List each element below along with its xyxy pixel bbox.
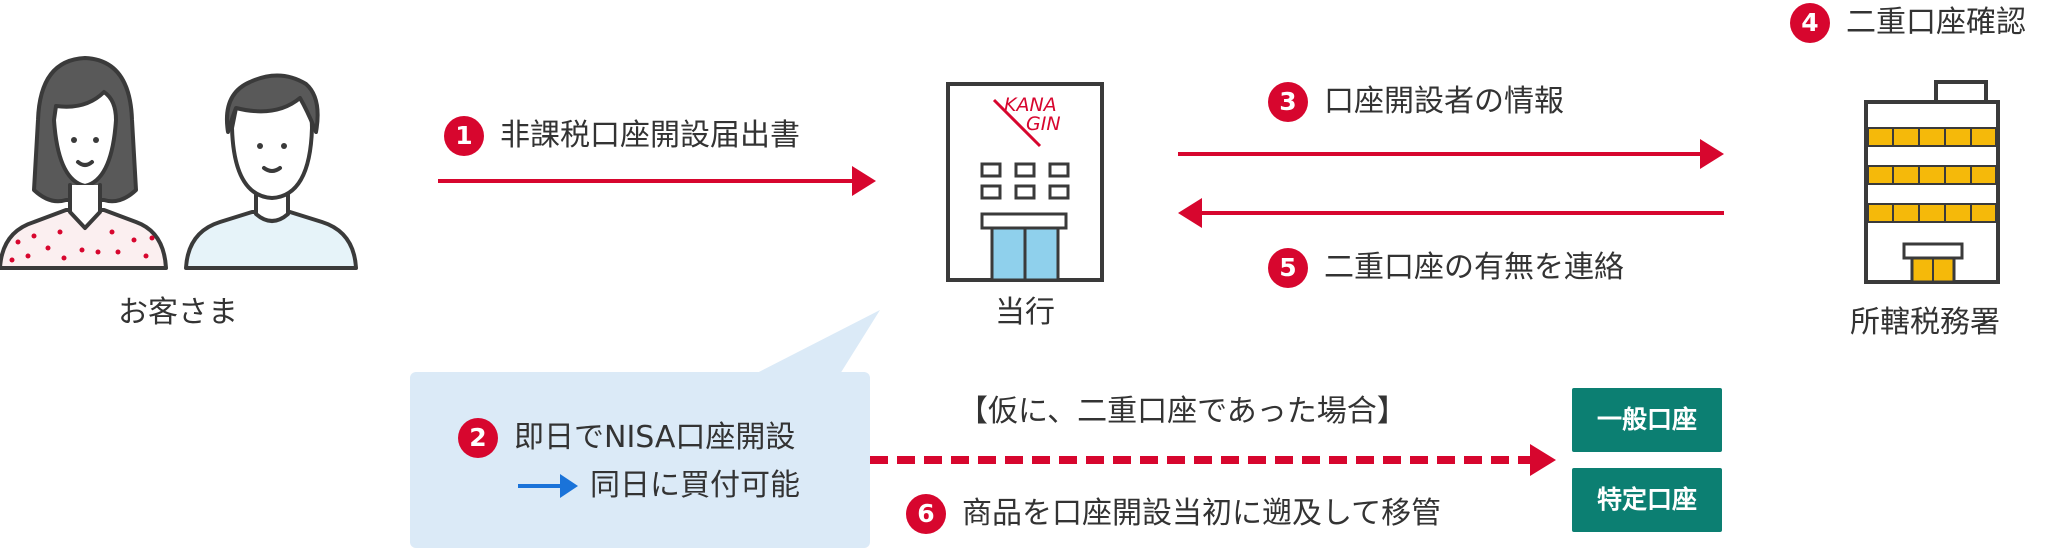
step-5-text: 二重口座の有無を連絡 [1324, 250, 1624, 285]
tax-office-building-icon [1864, 80, 2000, 284]
bank-logo: KANA GIN [994, 96, 1074, 134]
step-2-subtext: 同日に買付可能 [590, 468, 800, 503]
step-3-badge: 3 [1268, 82, 1308, 122]
customer-woman-dots [9, 229, 155, 263]
step-5-badge: 5 [1268, 248, 1308, 288]
callout-bubble [410, 310, 880, 548]
step-6-text: 商品を口座開設当初に遡及して移管 [962, 496, 1442, 531]
step-1-badge: 1 [444, 116, 484, 156]
step-2-badge: 2 [458, 418, 498, 458]
step-2: 2 即日でNISA口座開設 [458, 418, 795, 458]
arrow-step-3 [1178, 139, 1724, 169]
step-3: 3 口座開設者の情報 [1268, 82, 1564, 122]
step-1-text: 非課税口座開設届出書 [500, 118, 800, 153]
step-5: 5 二重口座の有無を連絡 [1268, 248, 1624, 288]
step-6: 6 商品を口座開設当初に遡及して移管 [906, 494, 1441, 534]
bank-logo-line-1: KANA [1004, 94, 1057, 116]
bank-building-icon [946, 82, 1104, 282]
step-4-text: 二重口座確認 [1846, 5, 2026, 40]
tax-office-label: 所轄税務署 [1850, 305, 2000, 340]
arrow-step-6-dashed [870, 444, 1556, 476]
bank-logo-line-2: GIN [1026, 113, 1061, 135]
customer-man-icon [184, 73, 358, 270]
bank-label: 当行 [995, 295, 1055, 330]
step-3-text: 口座開設者の情報 [1324, 84, 1564, 119]
blue-right-arrow-icon [518, 474, 578, 498]
step-4-badge: 4 [1790, 3, 1830, 43]
arrow-step-5 [1178, 198, 1724, 228]
arrow-step-1 [438, 166, 876, 196]
step-2-text: 即日でNISA口座開設 [514, 420, 796, 455]
step-6-badge: 6 [906, 494, 946, 534]
duplicate-account-note: 【仮に、二重口座であった場合】 [958, 394, 1407, 429]
step-1: 1 非課税口座開設届出書 [444, 116, 800, 156]
specific-account-box: 特定口座 [1572, 468, 1722, 532]
step-4: 4 二重口座確認 [1790, 3, 2026, 43]
customers-label: お客さま [118, 295, 238, 330]
customer-woman-icon [0, 56, 168, 270]
general-account-box: 一般口座 [1572, 388, 1722, 452]
